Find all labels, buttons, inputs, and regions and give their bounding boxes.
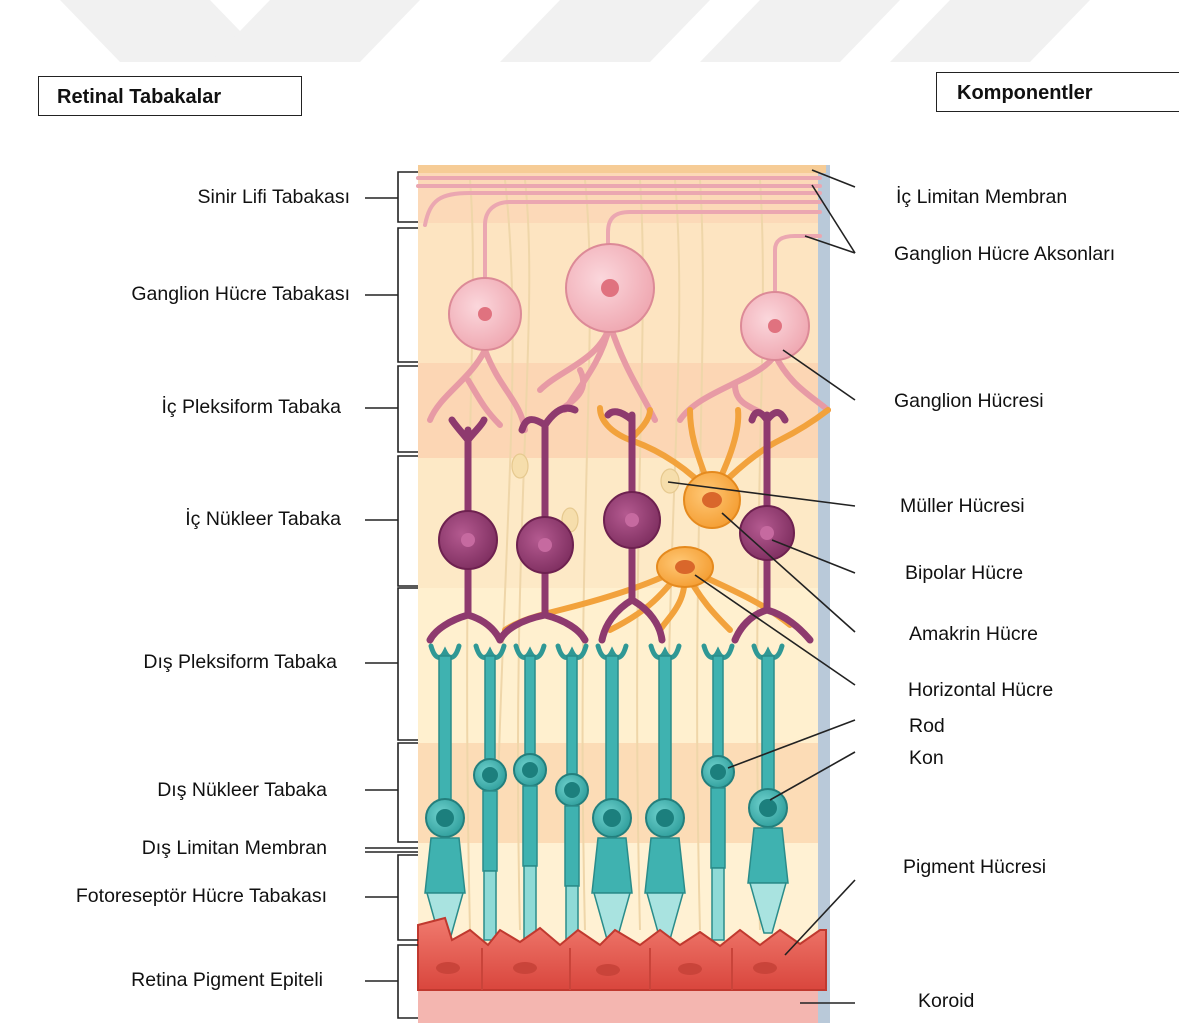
component-label-horizontal-cell: Horizontal Hücre [908,679,1053,702]
component-label-ganglion-axons: Ganglion Hücre Aksonları [894,243,1115,266]
layer-brackets [365,172,418,1018]
layer-label-outer-nuclear: Dış Nükleer Tabaka [157,779,327,802]
cone-axon [762,656,774,808]
cone-inner-segment [748,828,788,883]
layer-label-rpe: Retina Pigment Epiteli [131,969,323,992]
component-label-muller-cell: Müller Hücresi [900,495,1025,518]
cone-nucleus-core [656,809,674,827]
cone-axon [606,656,618,818]
cone-axon [659,656,671,818]
component-label-bipolar-cell: Bipolar Hücre [905,562,1023,585]
layer-label-nerve-fiber: Sinir Lifi Tabakası [198,186,350,209]
layer-label-ganglion-cell: Ganglion Hücre Tabakası [131,283,350,306]
rod-outer-segment [524,866,536,940]
cone-inner-segment [592,838,632,893]
component-label-rod: Rod [909,715,945,738]
layer-label-outer-plexiform: Dış Pleksiform Tabaka [143,651,337,674]
layer-label-inner-nuclear: İç Nükleer Tabaka [185,508,341,531]
rod-inner-segment [483,791,497,871]
rod-inner-segment [711,788,725,868]
component-label-ganglion-cell: Ganglion Hücresi [894,390,1044,413]
layer-label-outer-limiting-membrane: Dış Limitan Membran [142,837,327,860]
rod-nucleus-core [522,762,538,778]
cone-nucleus-core [759,799,777,817]
layer-label-inner-plexiform: İç Pleksiform Tabaka [161,396,341,419]
component-label-inner-limiting-membrane: İç Limitan Membran [896,186,1067,209]
cone-inner-segment [645,838,685,893]
cone-inner-segment [425,838,465,893]
rod-nucleus-core [564,782,580,798]
cone-axon [439,656,451,818]
cone-nucleus-core [603,809,621,827]
layer-label-photoreceptor: Fotoreseptör Hücre Tabakası [76,885,327,908]
rod-axon [713,656,723,772]
rod-inner-segment [565,806,579,886]
rod-nucleus-core [482,767,498,783]
rod-axon [525,656,535,770]
component-label-amacrine-cell: Amakrin Hücre [909,623,1038,646]
component-label-cone: Kon [909,747,944,770]
rod-outer-segment [484,871,496,940]
rod-nucleus-core [710,764,726,780]
cone-nucleus-core [436,809,454,827]
component-label-choroid: Koroid [918,990,974,1013]
component-label-pigment-cell: Pigment Hücresi [903,856,1046,879]
rod-axon [485,656,495,775]
rod-outer-segment [712,868,724,940]
rod-inner-segment [523,786,537,866]
rod-axon [567,656,577,790]
